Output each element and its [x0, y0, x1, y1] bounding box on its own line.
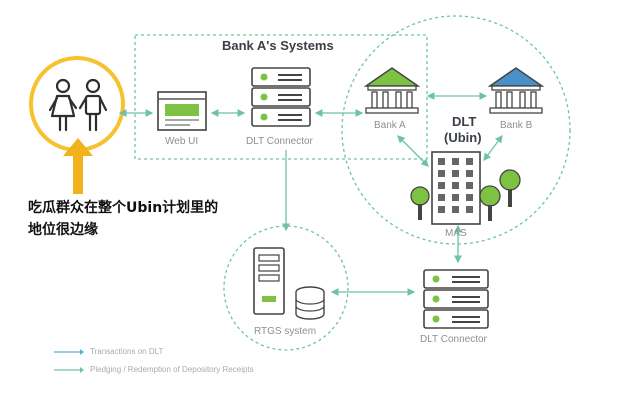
dlt-connector-top-label: DLT Connector: [246, 136, 313, 147]
web-ui-label: Web UI: [165, 136, 199, 147]
dlt-connector-bottom-label: DLT Connector: [420, 334, 487, 345]
bank-a-icon: [363, 67, 421, 114]
annotation-line-1: 吃瓜群众在整个Ubin计划里的: [28, 200, 219, 216]
yellow-up-arrow: [63, 138, 93, 194]
dlt-connector-bottom-icon: [423, 269, 489, 329]
mas-building-icon: [431, 151, 481, 225]
annotation-line-2: 地位很边缘: [28, 222, 98, 238]
bank-b-icon: [487, 67, 545, 114]
bank-a-systems-title: Bank A's Systems: [222, 38, 334, 53]
bank-a-label: Bank A: [374, 120, 406, 131]
people-icon: [48, 78, 108, 132]
legend-transactions: Transactions on DLT: [90, 347, 164, 356]
rtgs-label: RTGS system: [254, 326, 317, 337]
mas-label: MAS: [445, 228, 467, 239]
public-group: [29, 56, 125, 152]
public-circle: [29, 56, 125, 152]
web-ui-icon: [157, 91, 207, 131]
dlt-network-circle: [341, 15, 571, 245]
rtgs-server-icon: [253, 247, 325, 320]
dlt-connector-top-icon: [251, 67, 311, 127]
rtgs-circle: [223, 225, 349, 351]
legend-pledging: Pledging / Redemption of Depository Rece…: [90, 365, 254, 374]
bank-b-label: Bank B: [500, 120, 533, 131]
connector-lines: [118, 92, 503, 296]
tree-icons: [410, 169, 521, 221]
ubin-title: (Ubin): [444, 130, 482, 145]
legend-lines: [54, 349, 84, 373]
dlt-title: DLT: [452, 114, 477, 129]
